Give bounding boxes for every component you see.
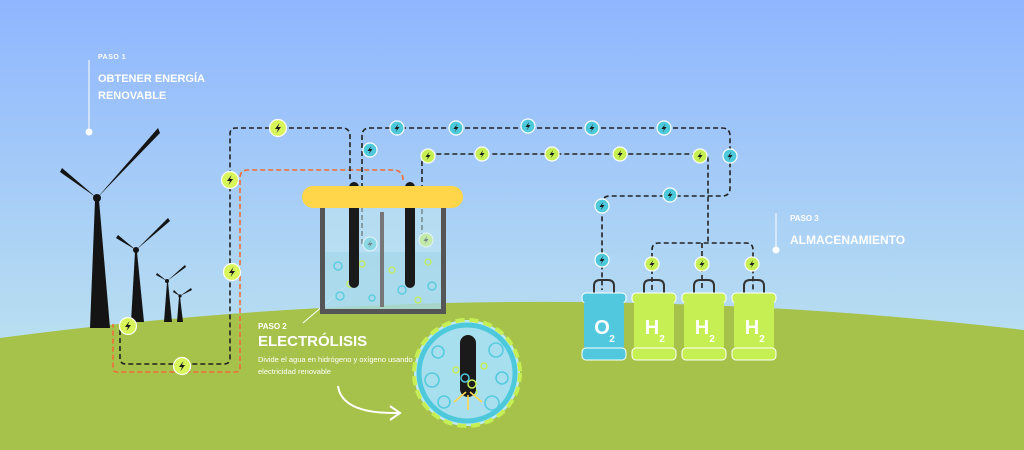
lightning-bolt-icon [612, 146, 628, 162]
lightning-bolt-icon [544, 146, 560, 162]
step3-title: ALMACENAMIENTO [790, 233, 906, 247]
step2-number: PASO 2 [258, 322, 287, 331]
lightning-bolt-icon [268, 118, 288, 138]
lightning-bolt-icon [744, 256, 760, 272]
step1-number: PASO 1 [98, 54, 127, 61]
tank-gas-symbol: H [645, 317, 659, 339]
lightning-bolt-icon [722, 148, 738, 164]
lightning-bolt-icon [694, 256, 710, 272]
lightning-bolt-icon [220, 170, 240, 190]
lightning-bolt-icon [389, 120, 405, 136]
lightning-bolt-icon [520, 118, 536, 134]
lightning-bolt-icon [594, 252, 610, 268]
tank-gas-subscript: 2 [659, 334, 665, 345]
step3-marker [772, 213, 780, 254]
lightning-bolt-icon [644, 256, 660, 272]
tank-gas-symbol: H [695, 317, 709, 339]
power-line-orange [112, 169, 404, 373]
step3-number: PASO 3 [790, 214, 819, 223]
oxygen-line [361, 127, 731, 290]
lightning-bolt-icon [662, 187, 678, 203]
curved-arrow-icon [337, 385, 402, 421]
step2-title: ELECTRÓLISIS [258, 333, 368, 350]
wind-turbine-icon [116, 218, 170, 322]
lightning-bolt-icon [362, 142, 378, 158]
gas-tank-icon: O2 [581, 279, 627, 361]
power-line-dark [119, 127, 351, 365]
wind-turbine-icon [173, 288, 192, 322]
gas-tank-icon: H2 [631, 279, 677, 361]
lightning-bolt-icon [172, 356, 192, 376]
lightning-bolt-icon [594, 198, 610, 214]
step1-marker [85, 60, 93, 136]
hydrogen-manifold [651, 242, 754, 290]
tank-gas-subscript: 2 [759, 334, 765, 345]
electrolyzer-icon [302, 182, 463, 314]
tank-gas-subscript: 2 [709, 334, 715, 345]
lightning-bolt-icon [656, 120, 672, 136]
magnifier-circle-icon [412, 318, 522, 428]
step1-title: OBTENER ENERGÍA RENOVABLE [98, 73, 205, 102]
tank-gas-symbol: O [594, 317, 610, 339]
lightning-bolt-icon [448, 120, 464, 136]
lightning-bolt-icon [420, 148, 436, 164]
gas-tank-icon: H2 [731, 279, 777, 361]
lightning-bolt-icon [584, 120, 600, 136]
lightning-bolt-icon [692, 148, 708, 164]
wind-turbine-icon [156, 265, 186, 322]
lightning-bolt-icon [474, 146, 490, 162]
lightning-bolt-icon [222, 262, 242, 282]
tank-gas-subscript: 2 [609, 334, 615, 345]
lightning-bolt-icon [118, 316, 138, 336]
tank-gas-symbol: H [745, 317, 759, 339]
gas-tank-icon: H2 [681, 279, 727, 361]
wind-turbine-icon [60, 128, 160, 328]
step2-description: Divide el agua en hidrógeno y oxígeno us… [258, 355, 413, 376]
